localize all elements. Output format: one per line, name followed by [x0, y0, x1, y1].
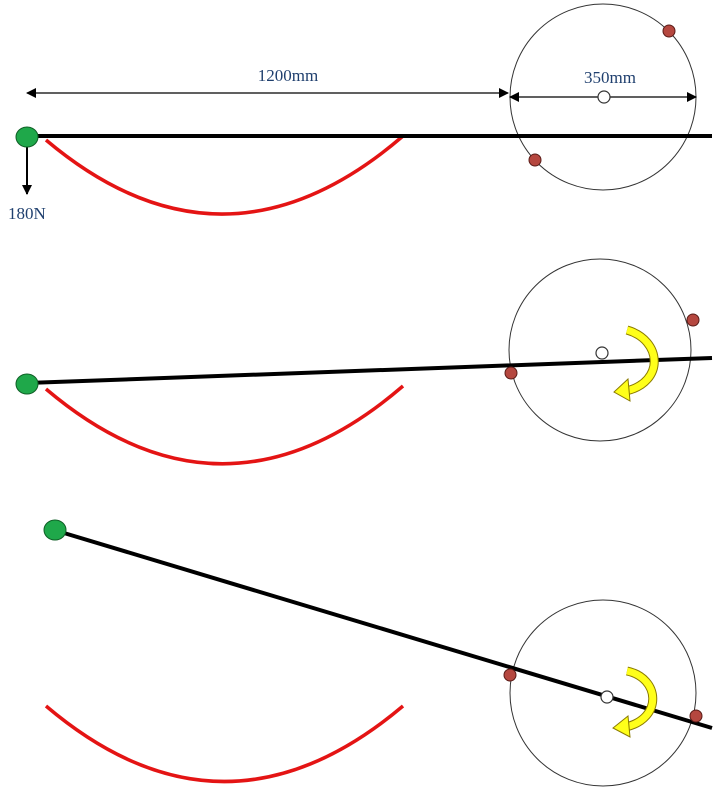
panel-2	[15, 258, 713, 466]
panel-1: 1200mm 350mm 180N	[8, 3, 712, 223]
force-label: 180N	[8, 204, 46, 223]
pivot-point	[43, 519, 67, 541]
rotation-arrow	[613, 325, 659, 402]
wheel-circle	[508, 258, 692, 442]
dimension-label-diameter: 350mm	[584, 68, 636, 87]
contact-point-left	[504, 366, 518, 380]
wheel-center-point	[597, 90, 611, 104]
wheel-center-point	[595, 346, 609, 360]
red-arc	[44, 384, 405, 466]
red-arc	[44, 704, 405, 784]
contact-point-top	[686, 313, 700, 327]
dimension-label-span: 1200mm	[258, 66, 318, 85]
contact-point-right	[689, 709, 703, 723]
panel-3	[43, 519, 713, 787]
contact-point-left	[528, 153, 542, 167]
wheel-center-point	[600, 690, 614, 704]
red-arc	[44, 134, 405, 216]
contact-point-left	[503, 668, 517, 682]
pivot-point	[15, 373, 39, 395]
contact-point-top	[662, 24, 676, 38]
pivot-point	[15, 126, 39, 148]
beam	[26, 356, 713, 385]
rotation-arrow	[612, 666, 658, 738]
wheel-circle	[509, 599, 697, 787]
